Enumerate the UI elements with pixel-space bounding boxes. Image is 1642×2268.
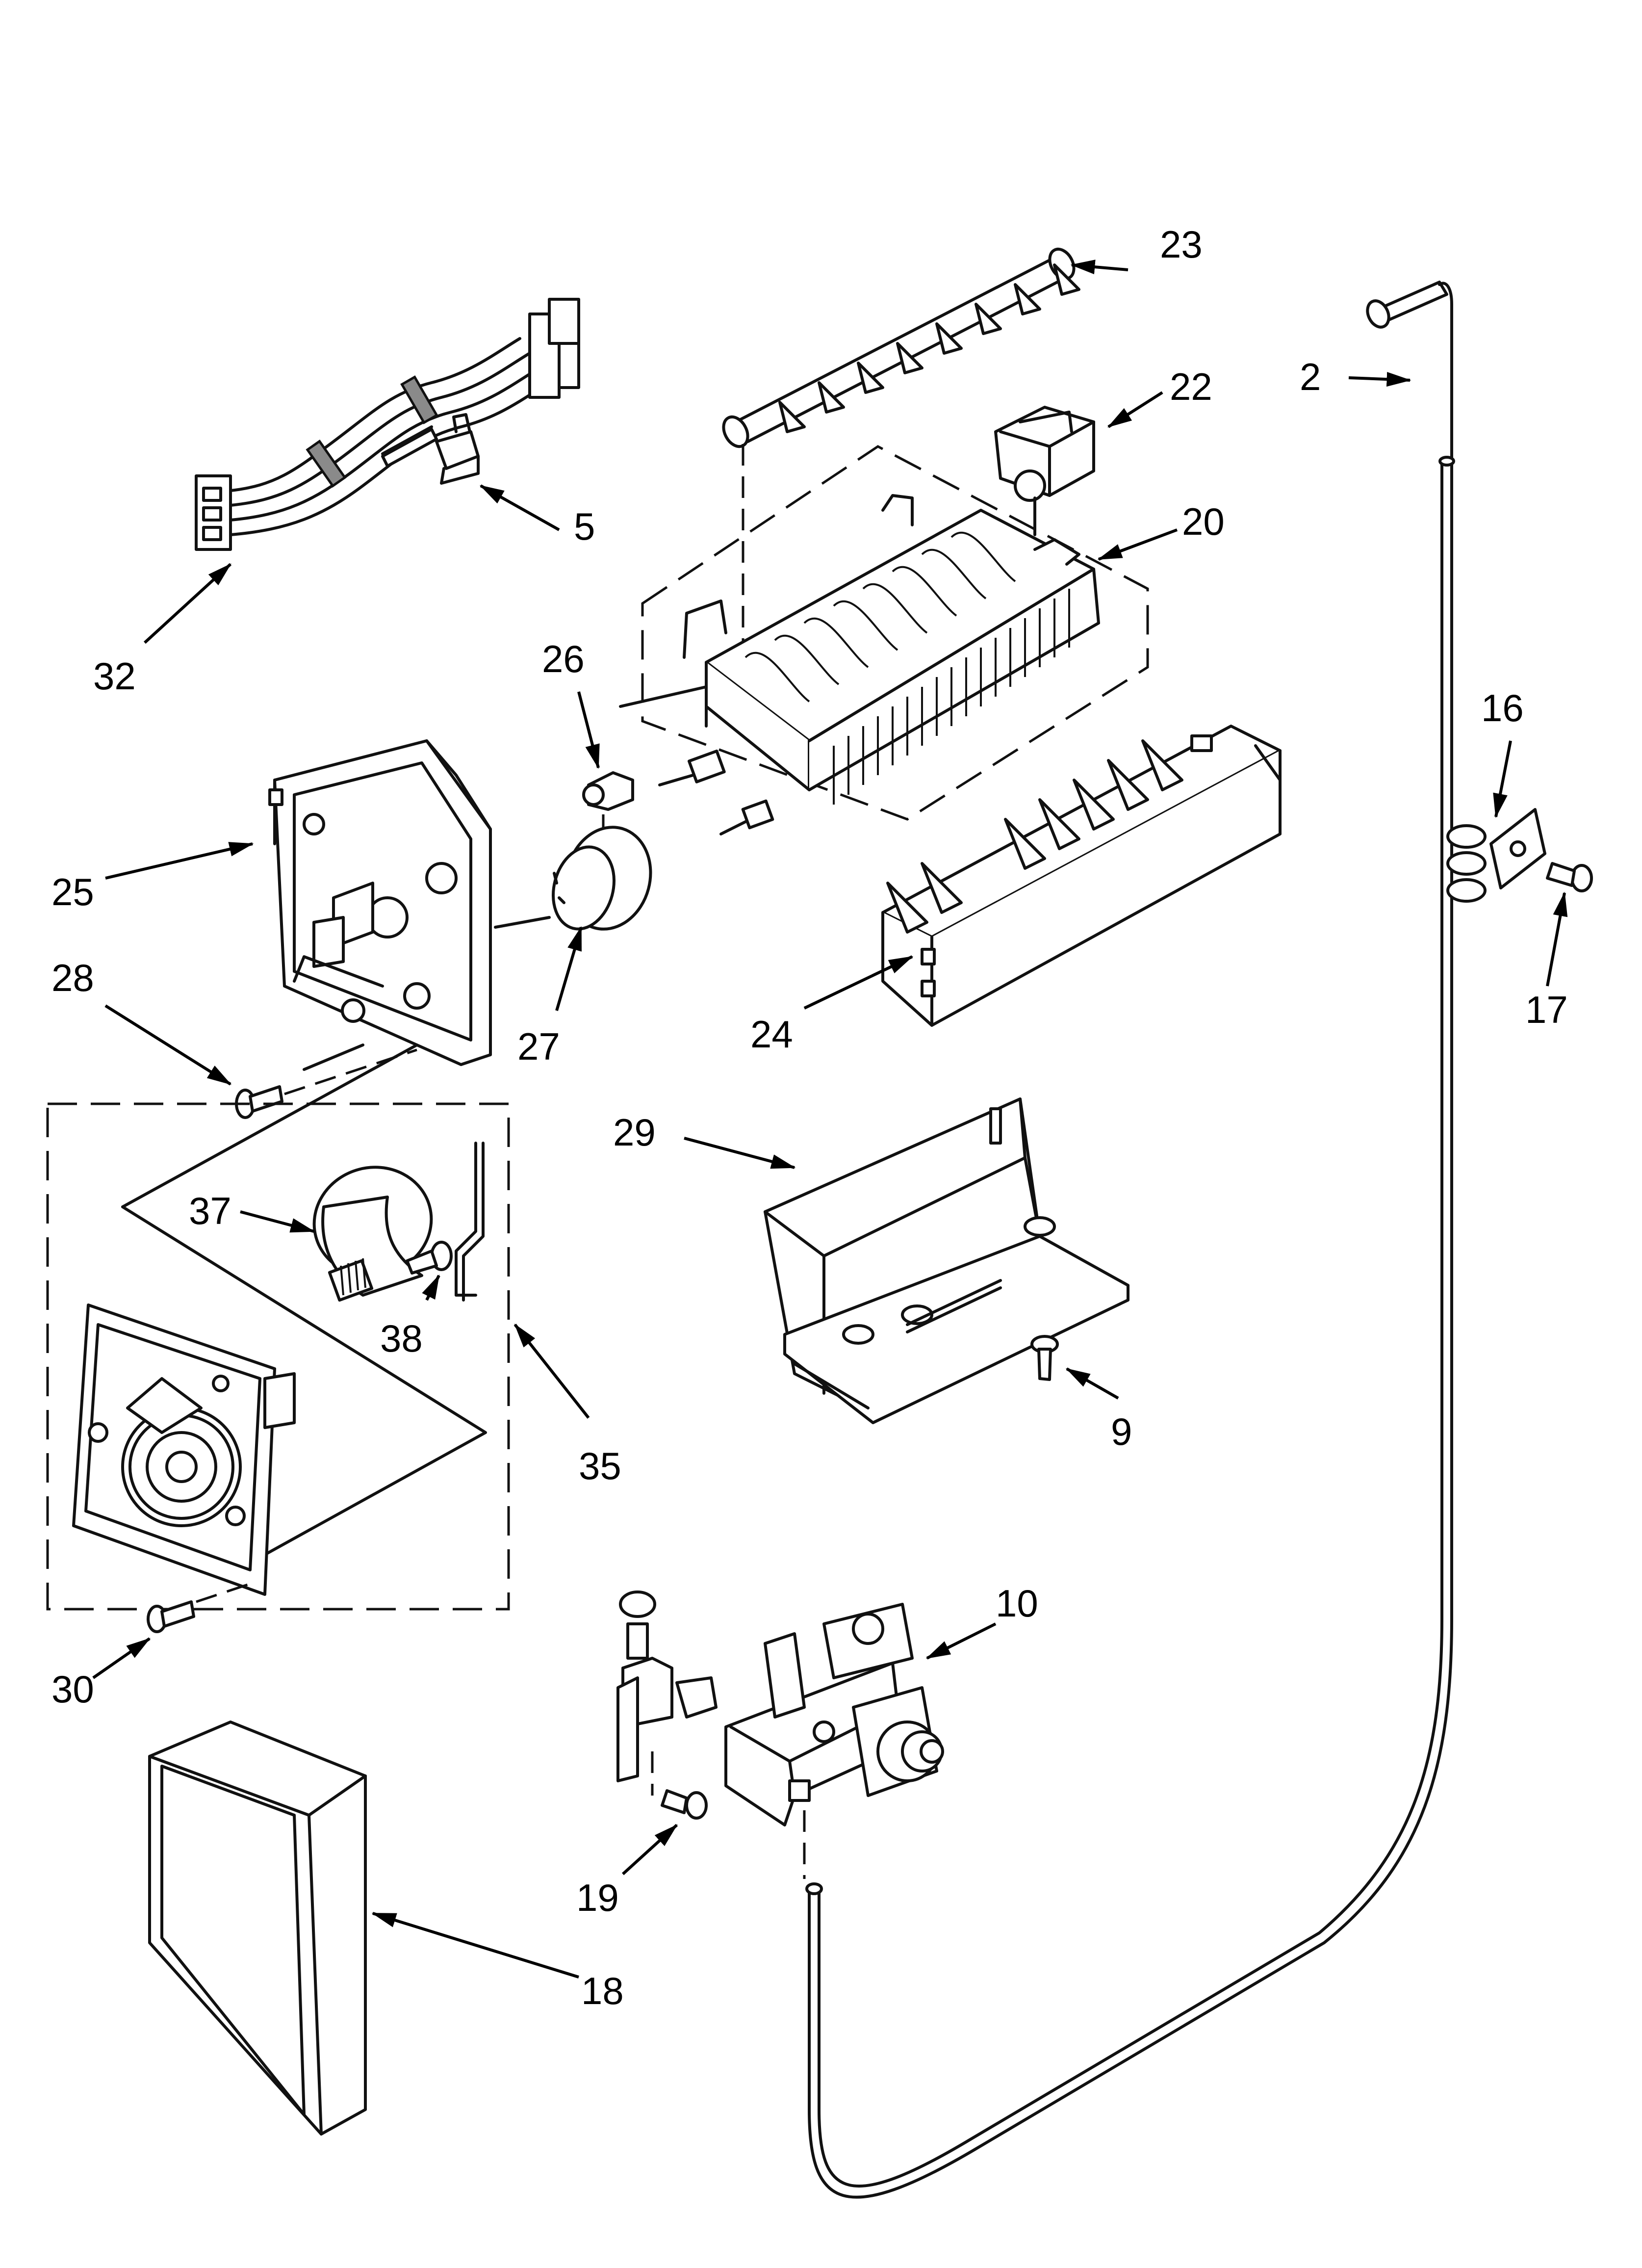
motor-assembly-group	[46, 1102, 510, 1611]
water-valve-part	[616, 1590, 944, 1826]
label-28: 28	[51, 956, 94, 999]
ice-mold-part	[619, 444, 1149, 835]
label-2: 2	[1300, 355, 1321, 398]
label-5: 5	[574, 505, 595, 548]
label-24: 24	[750, 1013, 793, 1056]
label-10: 10	[996, 1582, 1038, 1625]
label-35: 35	[579, 1444, 621, 1487]
label-20: 20	[1182, 500, 1225, 543]
label-27: 27	[517, 1025, 560, 1068]
screw-17	[1546, 862, 1593, 892]
leader-lines	[92, 260, 1568, 1979]
wire-harness-part	[195, 298, 580, 551]
label-30: 30	[51, 1668, 94, 1711]
label-9: 9	[1111, 1410, 1132, 1453]
label-22: 22	[1170, 365, 1212, 408]
mold-shield-part	[764, 1097, 1129, 1424]
label-17: 17	[1525, 988, 1568, 1031]
foam-block-part	[148, 1721, 367, 2136]
label-25: 25	[51, 870, 94, 913]
label-38: 38	[380, 1317, 423, 1360]
motor-part	[312, 1142, 485, 1302]
screw-9	[1030, 1335, 1059, 1381]
mold-cover-part	[881, 725, 1282, 1027]
label-26: 26	[542, 637, 585, 680]
thermostat-part	[494, 826, 652, 931]
screw-38	[406, 1241, 453, 1275]
label-23: 23	[1160, 223, 1203, 266]
label-16: 16	[1481, 686, 1524, 730]
label-37: 37	[189, 1189, 231, 1232]
bracket-part	[994, 406, 1095, 536]
screw-30	[147, 1600, 195, 1633]
label-32: 32	[93, 654, 136, 698]
screw-28	[235, 1085, 283, 1119]
part-number-labels: 23 22 20 2 5 32 26 16 25 28 27 24 17 29 …	[51, 223, 1568, 2012]
screw-19	[661, 1789, 708, 1820]
label-29: 29	[613, 1111, 656, 1154]
wire-clip-part	[435, 413, 480, 485]
thermostat-clip-part	[582, 771, 634, 811]
water-tube-part	[805, 281, 1455, 2199]
tube-clip-part	[1446, 808, 1546, 903]
label-19: 19	[576, 1876, 619, 1919]
module-housing-part	[268, 739, 492, 1071]
label-18: 18	[581, 1969, 624, 2012]
module-plate-part	[72, 1303, 296, 1596]
